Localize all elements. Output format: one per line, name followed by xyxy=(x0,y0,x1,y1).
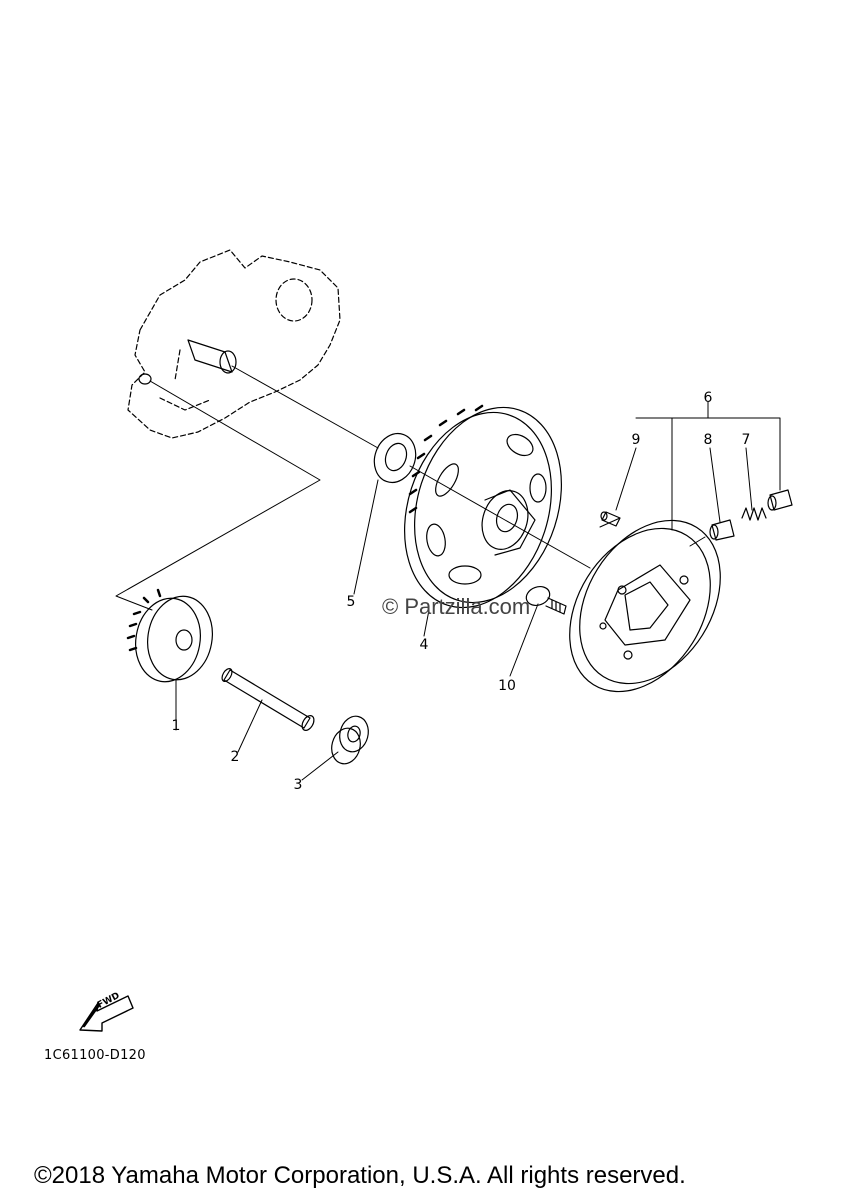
bolt-part-10 xyxy=(525,585,567,615)
callout-4: 4 xyxy=(419,637,429,653)
pin-part-9 xyxy=(600,511,621,527)
plunger-part-8 xyxy=(709,519,735,541)
callout-6: 6 xyxy=(703,390,713,406)
leader-lines xyxy=(175,401,781,781)
starter-clutch-part-6 xyxy=(569,519,721,693)
bushing-part-3 xyxy=(331,715,369,765)
diagram-code: 1C61100-D120 xyxy=(44,1048,146,1063)
idler-gear-part-1 xyxy=(126,588,213,683)
callout-9: 9 xyxy=(631,432,641,448)
callout-7: 7 xyxy=(741,432,751,448)
starter-wheel-gear-part-4 xyxy=(404,404,562,609)
callout-1: 1 xyxy=(171,718,181,734)
callout-10: 10 xyxy=(498,678,516,694)
washer-part-5 xyxy=(373,432,417,484)
crankcase-outline xyxy=(127,249,341,439)
callout-3: 3 xyxy=(293,777,303,793)
callout-5: 5 xyxy=(346,594,356,610)
copyright-notice: ©2018 Yamaha Motor Corporation, U.S.A. A… xyxy=(34,1162,686,1189)
shaft-part-2 xyxy=(221,668,315,731)
watermark: © Partzilla.com xyxy=(382,594,531,619)
center-lines xyxy=(115,365,706,611)
fwd-arrow-icon xyxy=(79,995,134,1032)
cap-part-6 xyxy=(767,489,793,511)
spring-part-7 xyxy=(741,507,767,521)
crankcase-shaft-boss xyxy=(138,339,237,385)
callout-8: 8 xyxy=(703,432,713,448)
callout-2: 2 xyxy=(230,749,240,765)
